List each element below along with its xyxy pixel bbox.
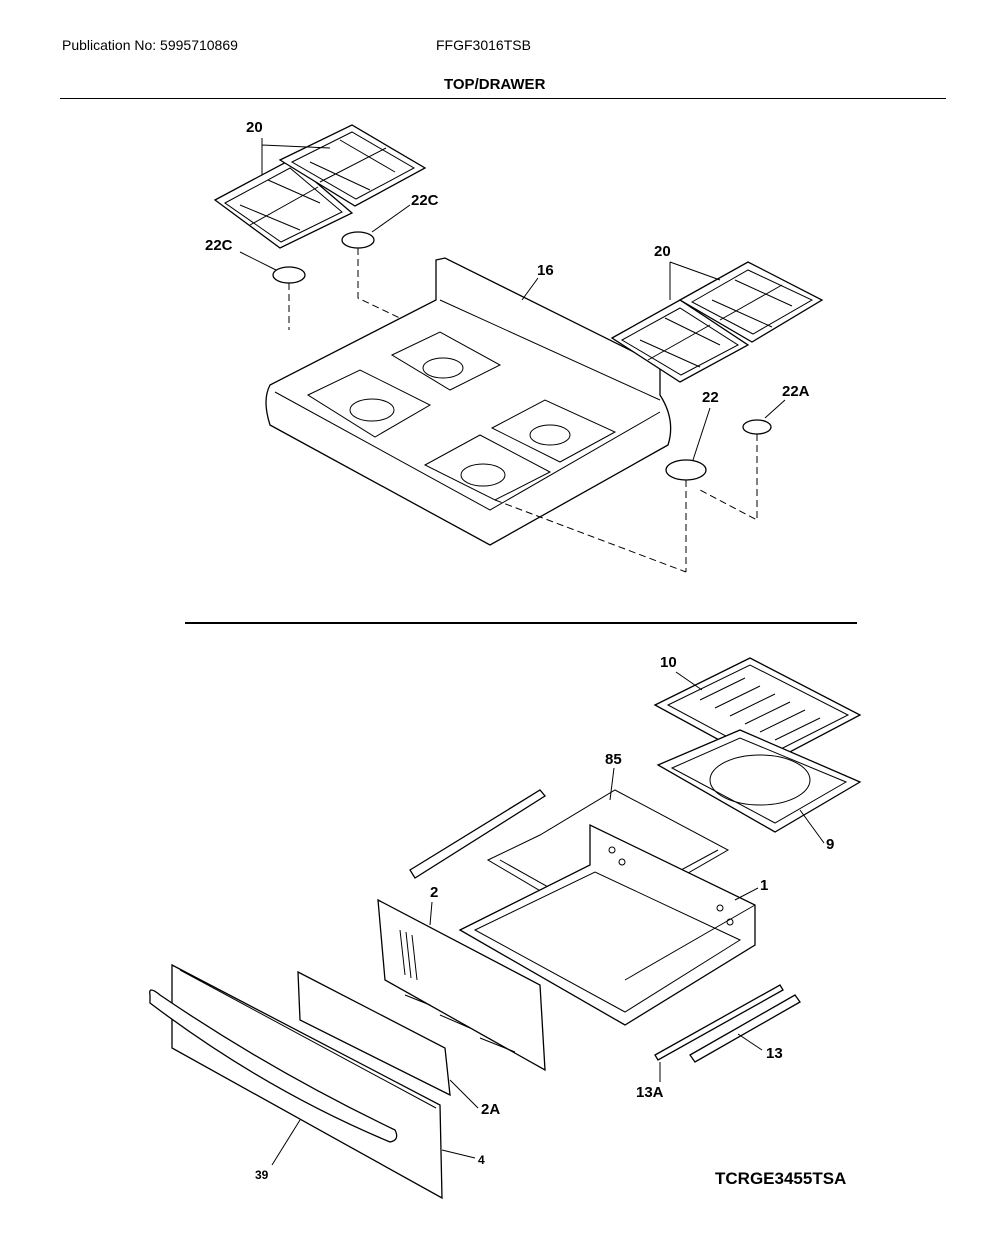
section-divider: [185, 622, 857, 624]
drawer-back-panel: [377, 898, 546, 1072]
callout-22a: 22A: [782, 383, 810, 400]
callout-10: 10: [660, 654, 677, 671]
model-number: FFGF3016TSB: [436, 37, 531, 53]
callout-22c-b: 22C: [411, 192, 439, 209]
burner-cap-22: [665, 459, 707, 481]
callout-39: 39: [255, 1168, 269, 1182]
callout-22c-a: 22C: [205, 237, 233, 254]
callout-2a: 2A: [481, 1101, 500, 1118]
callout-85: 85: [605, 751, 622, 768]
callout-16: 16: [537, 262, 554, 279]
slide-13: [689, 994, 801, 1063]
callout-13a: 13A: [636, 1084, 664, 1101]
slide-left: [409, 789, 546, 879]
broiler-pan: [656, 729, 862, 833]
callout-4: 4: [478, 1153, 485, 1167]
callout-20-right: 20: [654, 243, 671, 260]
header-divider: [60, 98, 946, 99]
callout-1: 1: [760, 877, 768, 894]
burner-cap-22c-a: [272, 266, 306, 284]
callout-9: 9: [826, 836, 834, 853]
callout-20-left: 20: [246, 119, 263, 136]
grate-right-pair: [610, 261, 824, 383]
callout-22: 22: [702, 389, 719, 406]
drawer-inner-panel: [297, 970, 451, 1097]
callout-2: 2: [430, 884, 438, 901]
diagram-code: TCRGE3455TSA: [715, 1169, 847, 1188]
drawer-body: [458, 823, 756, 1026]
burner-cap-22c-b: [341, 231, 375, 249]
handle: [149, 989, 398, 1143]
section-title: TOP/DRAWER: [444, 76, 546, 93]
drawer-front: [171, 963, 443, 1200]
publication-number: Publication No: 5995710869: [62, 37, 238, 53]
grate-left-pair: [213, 124, 427, 249]
slide-bracket-13a: [654, 984, 784, 1061]
callout-13: 13: [766, 1045, 783, 1062]
cooktop: [265, 257, 672, 546]
burner-cap-22a: [742, 419, 772, 435]
